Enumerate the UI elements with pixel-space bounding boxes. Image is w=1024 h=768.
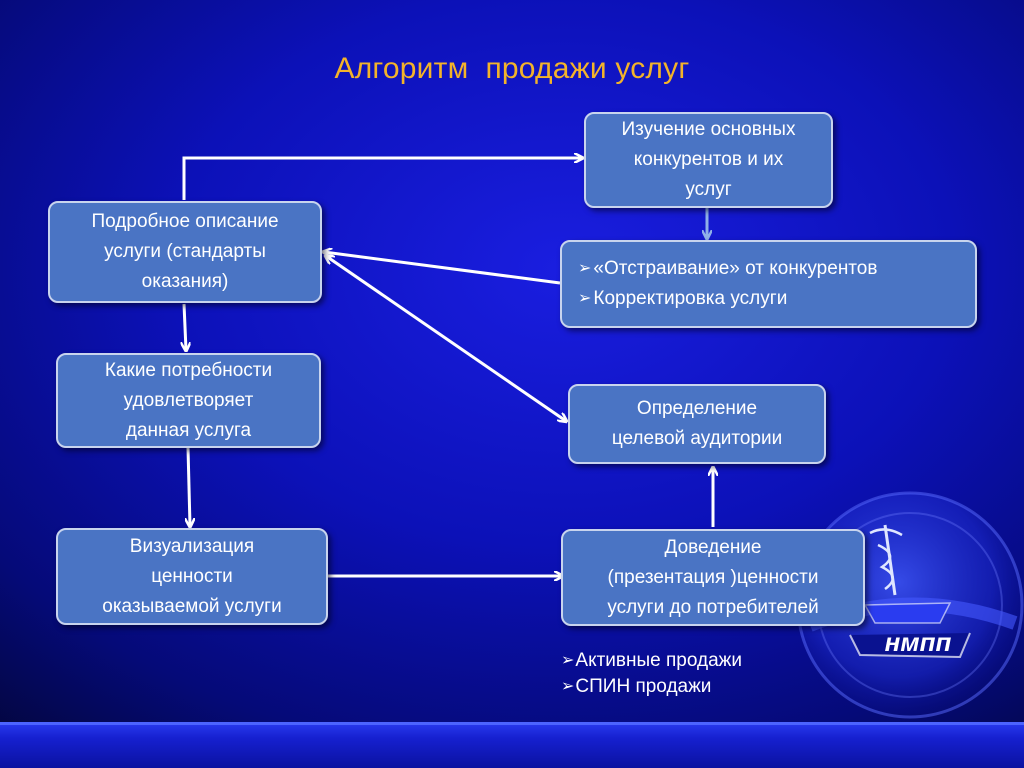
- list-item-text: СПИН продажи: [575, 676, 712, 697]
- list-item-text: Активные продажи: [575, 650, 742, 671]
- box-line: Изучение основных: [621, 119, 796, 140]
- box-line: услуги до потребителей: [607, 596, 819, 618]
- box-line: оказываемой услуги: [102, 595, 282, 617]
- box-line: целевой аудитории: [611, 428, 783, 449]
- box-line: конкурентов и их: [633, 149, 784, 170]
- box-value-delivery: Доведение (презентация )ценности услуги …: [561, 529, 865, 626]
- slide-title: Алгоритм продажи услуг: [334, 52, 690, 85]
- box-line: услуги (стандарты: [104, 241, 266, 262]
- logo-text: нмпп: [885, 627, 952, 657]
- list-item: ➢ СПИН продажи: [561, 674, 742, 700]
- arrow-bullet-icon: ➢: [561, 678, 575, 695]
- box-line: услуг: [685, 179, 732, 200]
- box-line: оказания): [141, 271, 229, 292]
- arrow-bullet-icon: ➢: [578, 290, 592, 307]
- arrow-description-to-needs: [184, 303, 186, 350]
- box-line: данная услуга: [125, 419, 252, 441]
- box-line: Визуализация: [129, 535, 255, 557]
- bottom-bar: [0, 722, 1024, 768]
- list-item: ➢ Корректировка услуги: [578, 284, 877, 314]
- box-competitor-adjustment: ➢ «Отстраивание» от конкурентов ➢ Коррек…: [560, 240, 977, 328]
- arrow-bullet-icon: ➢: [561, 652, 575, 669]
- list-item-text: «Отстраивание» от конкурентов: [593, 258, 878, 279]
- box-line: (презентация )ценности: [607, 566, 819, 588]
- arrow-needs-to-visualization: [188, 447, 190, 526]
- box-line: Определение: [636, 398, 758, 419]
- box-line: Подробное описание: [91, 211, 279, 232]
- box-line: ценности: [151, 565, 233, 587]
- box-service-description: Подробное описание услуги (стандарты ока…: [48, 201, 322, 303]
- box-target-audience: Определение целевой аудитории: [568, 384, 826, 464]
- box-value-visualization: Визуализация ценности оказываемой услуги: [56, 528, 328, 625]
- list-item-text: Корректировка услуги: [593, 288, 788, 309]
- arrow-bullet-icon: ➢: [578, 260, 592, 277]
- arrow-description-audience-bidirectional: [326, 256, 566, 421]
- adjustment-list: ➢ «Отстраивание» от конкурентов ➢ Коррек…: [578, 254, 877, 314]
- arrow-description-to-competitors: [182, 158, 582, 200]
- box-line: Какие потребности: [104, 359, 273, 381]
- sales-methods-list: ➢ Активные продажи ➢ СПИН продажи: [561, 648, 742, 700]
- box-line: Доведение: [664, 536, 762, 558]
- box-customer-needs: Какие потребности удовлетворяет данная у…: [56, 353, 321, 448]
- box-competitor-study: Изучение основных конкурентов и их услуг: [584, 112, 833, 208]
- box-line: удовлетворяет: [123, 389, 254, 411]
- list-item: ➢ «Отстраивание» от конкурентов: [578, 254, 877, 284]
- bottom-divider: [0, 722, 1024, 725]
- list-item: ➢ Активные продажи: [561, 648, 742, 674]
